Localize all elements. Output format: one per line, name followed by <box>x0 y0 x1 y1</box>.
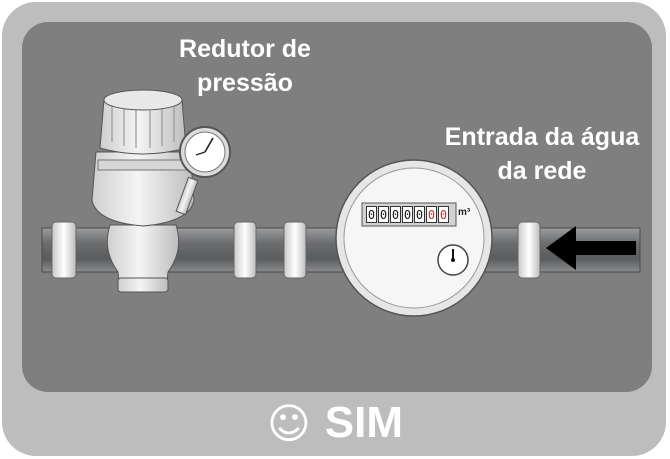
pressure-reducer-label-line1: Redutor de <box>179 35 311 63</box>
meter-digit: 0 <box>366 206 377 223</box>
pressure-reducer-label: Redutor de pressão <box>145 32 345 100</box>
water-inlet-label-line1: Entrada da água <box>444 123 640 151</box>
footer-text: SIM <box>324 398 404 447</box>
pipe-coupling-mid-1 <box>233 221 257 279</box>
pressure-gauge <box>175 126 231 216</box>
pipe-coupling-right <box>517 221 541 279</box>
pressure-reducer-valve <box>91 89 195 293</box>
footer-banner: ☺ SIM <box>0 392 670 454</box>
meter-digit: 0 <box>390 206 401 223</box>
pipe-coupling-mid-2 <box>283 221 307 279</box>
meter-digit: 0 <box>426 206 437 223</box>
meter-digit: 0 <box>414 206 425 223</box>
pressure-reducer-label-line2: pressão <box>197 69 293 97</box>
smiley-icon: ☺ <box>266 398 311 448</box>
water-meter <box>335 159 493 317</box>
pipe-coupling-left <box>51 221 77 279</box>
water-inlet-label: Entrada da água da rede <box>418 120 666 188</box>
meter-digit: 0 <box>438 206 449 223</box>
meter-unit: m³ <box>458 207 471 218</box>
meter-digit: 0 <box>378 206 389 223</box>
meter-digit: 0 <box>402 206 413 223</box>
water-inlet-label-line2: da rede <box>497 157 587 185</box>
flow-arrow-icon <box>546 226 636 270</box>
